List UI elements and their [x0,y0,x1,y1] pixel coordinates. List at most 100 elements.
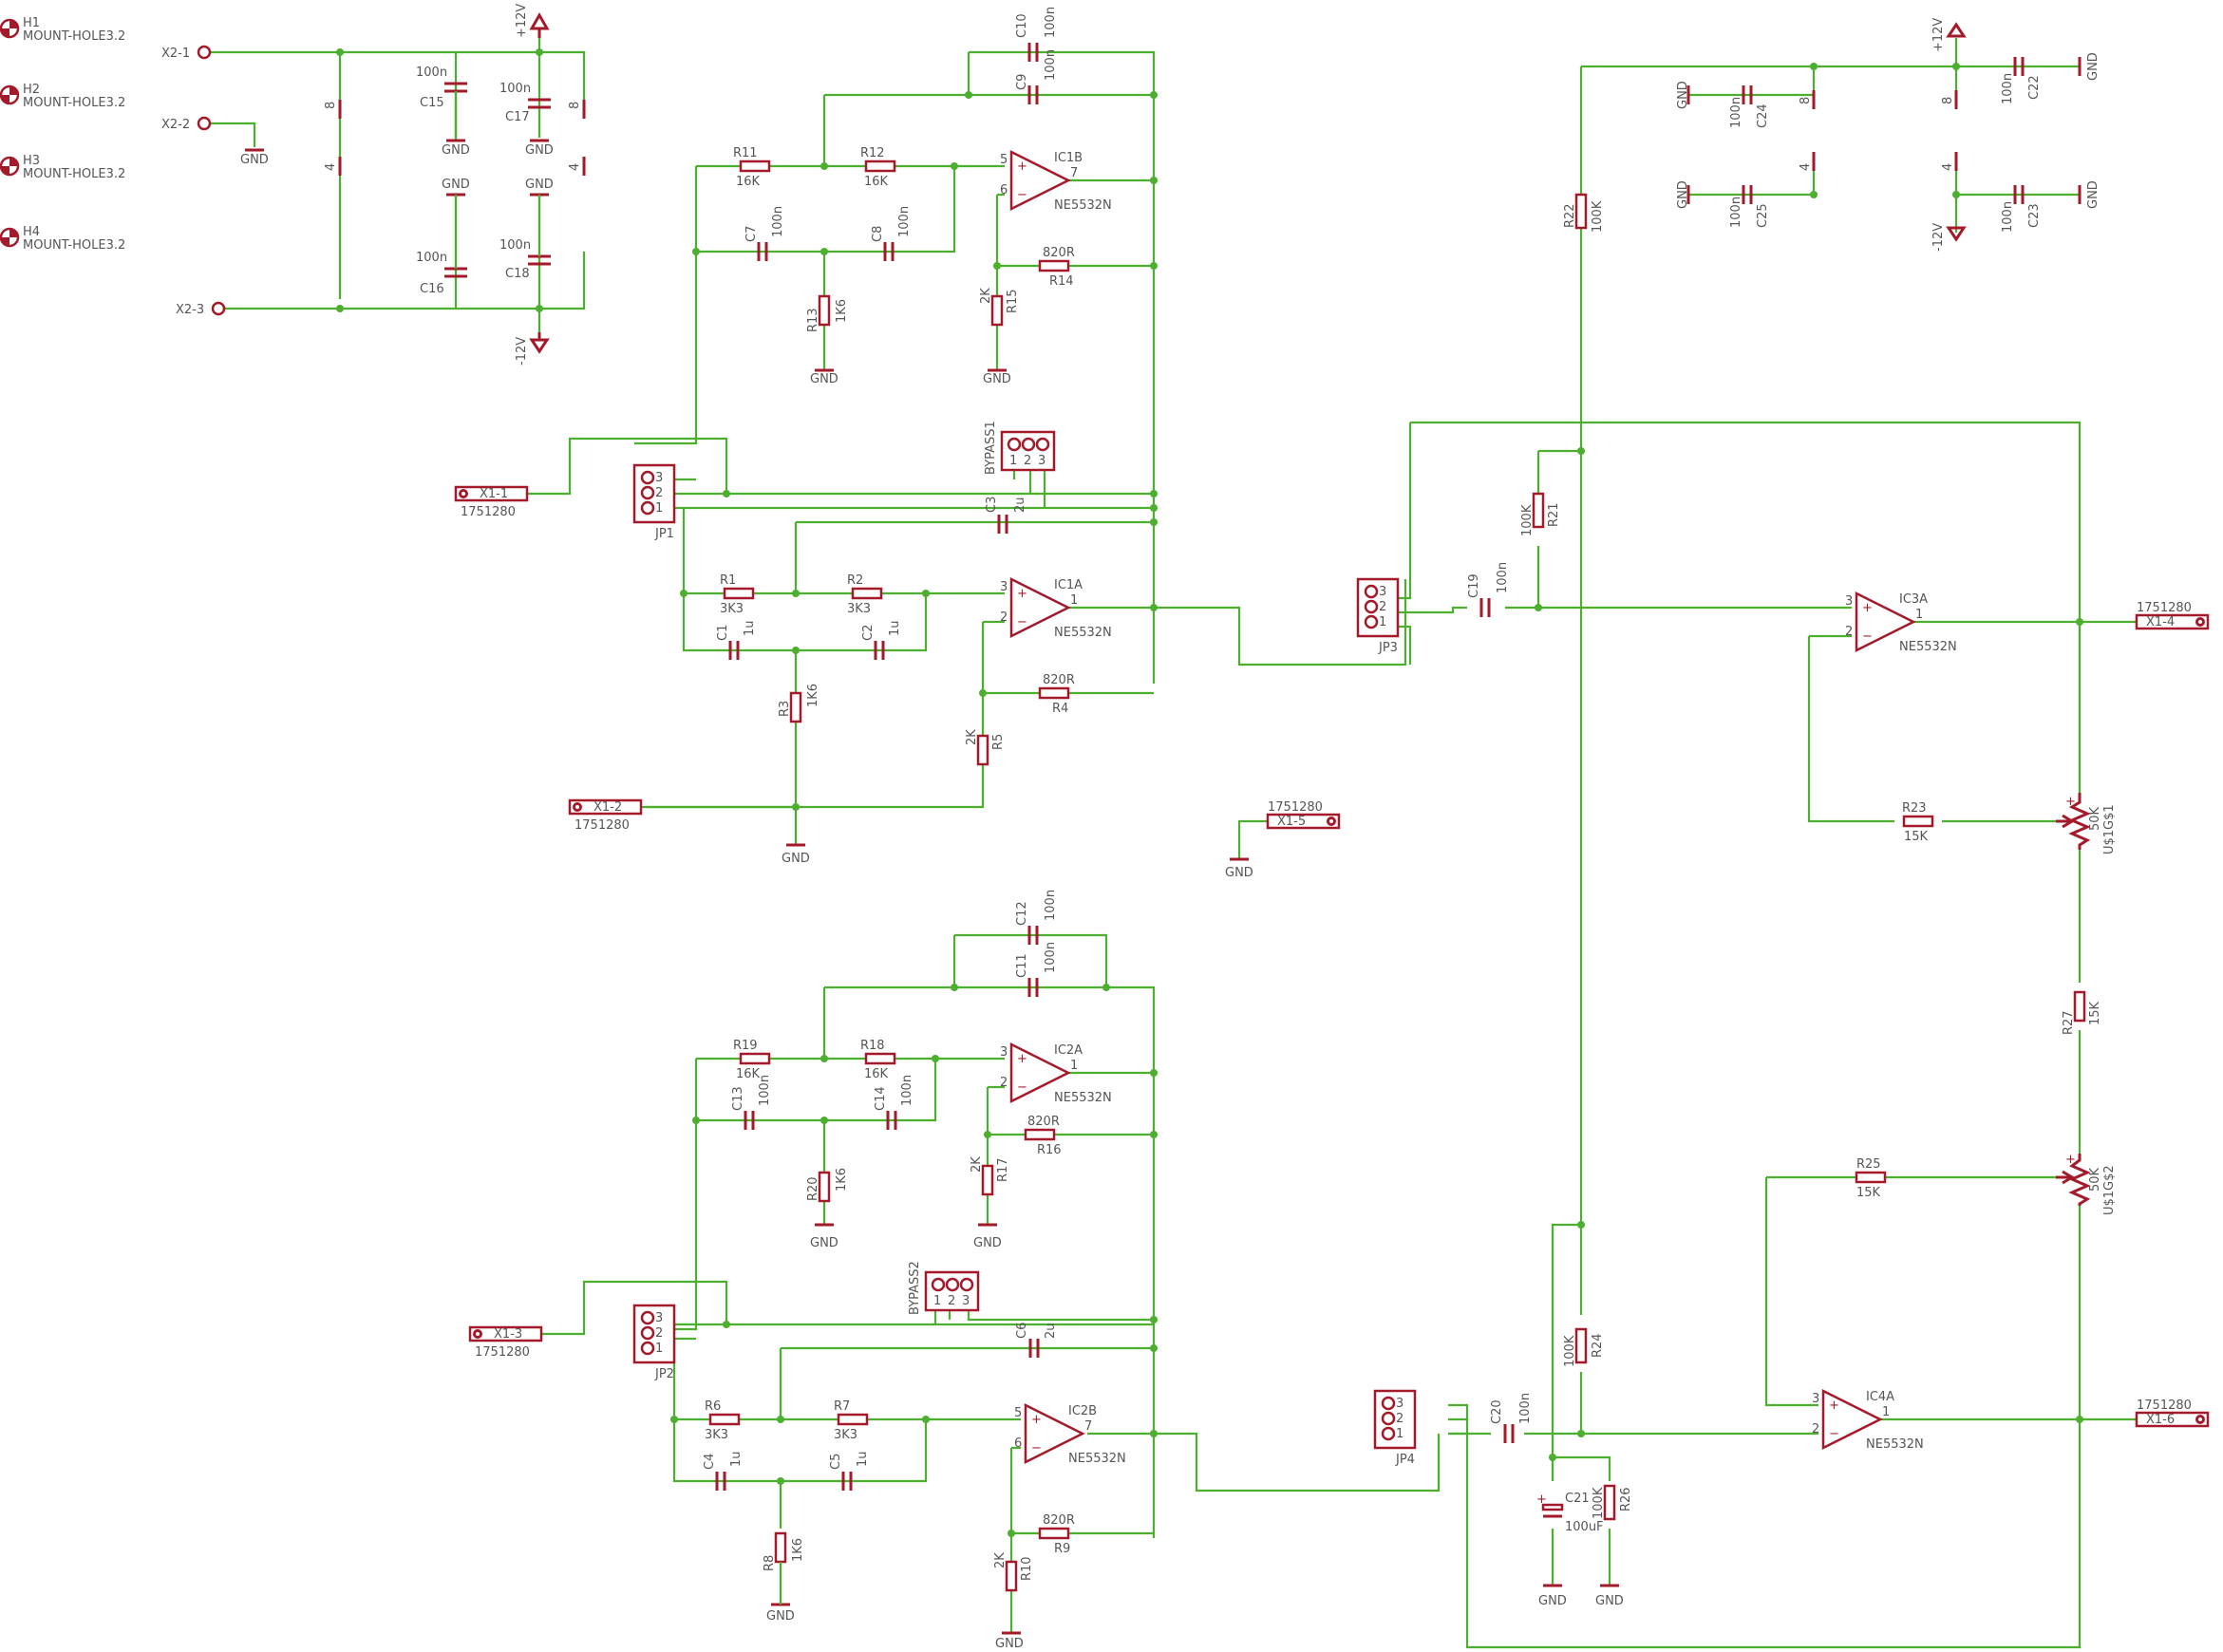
junction [1577,1221,1585,1229]
svg-text:C24: C24 [1756,103,1770,128]
wire [1396,422,1412,600]
svg-text:X1-1: X1-1 [480,487,508,501]
pin-number: 1 [1882,1405,1890,1419]
svg-text:GND: GND [973,1236,1002,1250]
jumper-ref: BYPASS2 [908,1261,922,1315]
port-label: X2-2 [161,118,190,132]
svg-text:2: 2 [655,1326,663,1341]
svg-text:100n: 100n [1729,197,1743,228]
pin-number: 6 [1000,183,1008,197]
wire [1087,1432,1441,1492]
gnd-symbol: GND [442,178,470,269]
pin-number: 8 [324,102,338,109]
svg-text:15K: 15K [1856,1186,1881,1200]
svg-text:3: 3 [1379,585,1386,599]
svg-text:100uF: 100uF [1565,1520,1604,1534]
mount-hole: H3 MOUNT-HOLE3.2 [0,154,125,181]
wire [634,166,698,445]
jumper-jp4: 321 JP4 [1373,1389,1417,1467]
opamp-ref: IC2B [1068,1404,1097,1418]
svg-text:+: + [2065,1153,2076,1167]
opamp-value: NE5532N [1054,626,1112,640]
gnd-symbol: GND [782,843,810,866]
junction [820,248,828,255]
svg-text:2K: 2K [993,1552,1008,1568]
junction [820,162,828,170]
gnd-symbol: GND [2078,52,2101,81]
capacitor-c16: 100n C16 [416,251,467,296]
svg-text:C21: C21 [1565,1492,1590,1506]
svg-text:3: 3 [1396,1397,1404,1411]
svg-text:1K6: 1K6 [806,684,820,707]
junction [1150,504,1158,512]
junction [1549,1454,1556,1461]
junction [1952,63,1960,70]
svg-text:3: 3 [655,1311,663,1325]
junction [777,1416,784,1423]
svg-text:2: 2 [1379,600,1386,614]
gnd-symbol: GND [983,368,1011,386]
pin-number: 6 [1014,1436,1022,1451]
junction [1150,91,1158,99]
svg-text:100n: 100n [1044,49,1058,81]
svg-text:R19: R19 [733,1039,758,1053]
junction [2076,1416,2083,1423]
power-symbols: GND GND GND GND GND GND GND GND GND GND … [766,18,2101,1651]
power-label-pos: +12V [515,4,529,38]
capacitor-c18: 100n C18 [499,238,551,281]
svg-text:C9: C9 [1015,74,1029,90]
gnd-symbol: GND [1225,857,1253,880]
svg-text:16K: 16K [736,1067,761,1081]
junction [1535,604,1542,611]
svg-text:+: + [1017,587,1027,601]
junction [1577,447,1585,455]
svg-text:R7: R7 [834,1399,850,1414]
svg-text:R17: R17 [996,1157,1010,1182]
port-label: X2-1 [161,47,190,61]
junction [1150,518,1158,526]
gnd-symbol: GND [525,178,554,256]
junction [1150,1344,1158,1352]
svg-text:GND: GND [2086,52,2101,81]
svg-text:4: 4 [1799,163,1813,171]
junction [692,248,700,255]
gnd-symbol: GND [1538,1584,1567,1608]
svg-text:C13: C13 [731,1086,745,1111]
jumper-ref: JP3 [1378,641,1398,655]
svg-text:100n: 100n [1044,7,1058,38]
junction [692,1117,700,1124]
capacitor-c25: 100n C25 [1729,185,1770,228]
pin-number: 4 [324,163,338,171]
svg-text:16K: 16K [864,1067,889,1081]
svg-text:GND: GND [995,1637,1024,1651]
ports: X2-1 X2-2 X2-3 [161,45,226,317]
capacitor-ref: C17 [505,110,530,124]
wire [1396,606,1467,614]
svg-text:+12V: +12V [1931,18,1946,52]
junction [792,590,800,597]
junction [1150,177,1158,184]
svg-text:R5: R5 [991,734,1006,750]
junction [536,305,543,312]
svg-text:100n: 100n [758,1075,772,1106]
svg-text:GND: GND [1676,180,1690,209]
svg-text:C25: C25 [1756,203,1770,228]
junction [2076,618,2083,626]
